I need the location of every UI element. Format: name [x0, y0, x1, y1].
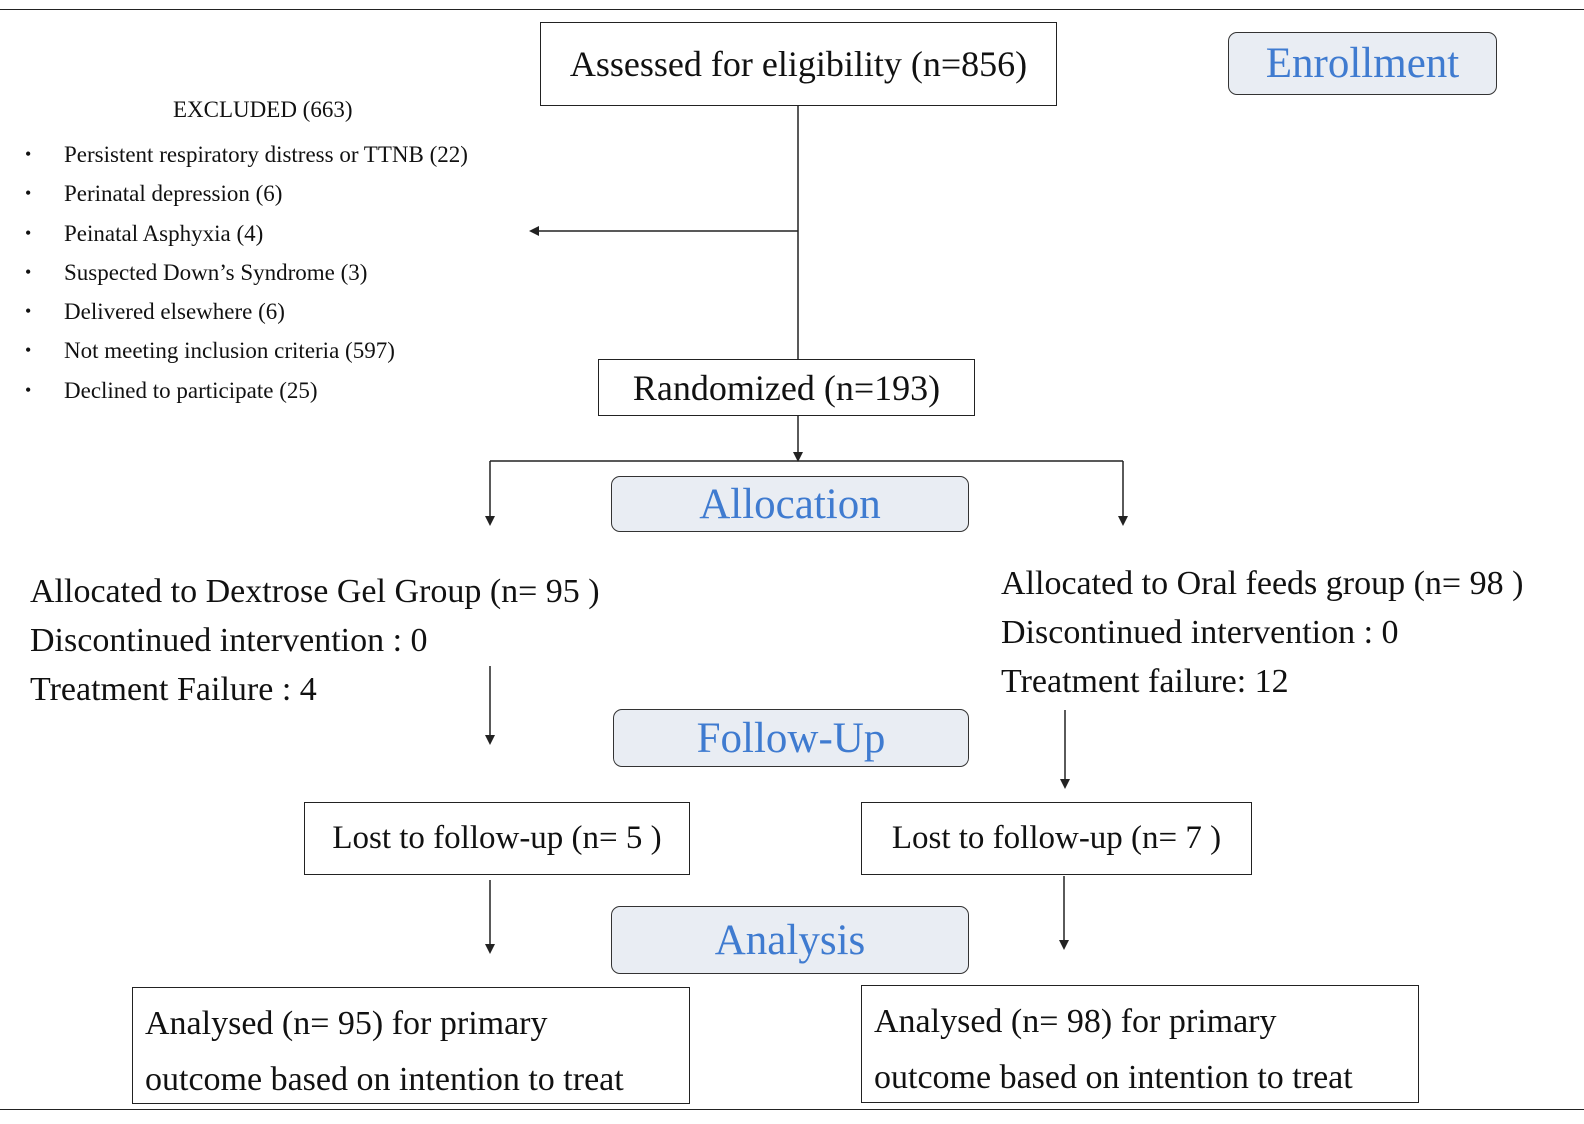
bullet-icon: •	[25, 144, 32, 164]
excluded-item: • Peinatal Asphyxia (4)	[25, 214, 468, 253]
excluded-item-text: Not meeting inclusion criteria (597)	[64, 338, 395, 364]
excluded-item-text: Declined to participate (25)	[64, 377, 318, 403]
bullet-icon: •	[25, 222, 32, 243]
assessed-box: Assessed for eligibility (n=856)	[540, 22, 1057, 106]
allocation-stage-label: Allocation	[611, 476, 969, 532]
left-failure-text: Treatment Failure : 4	[30, 671, 317, 708]
excluded-item: • Declined to participate (25)	[25, 371, 468, 410]
excluded-item-text: Suspected Down’s Syndrome (3)	[64, 259, 368, 285]
excluded-item: • Perinatal depression (6)	[25, 174, 468, 213]
analysis-stage-label: Analysis	[611, 906, 969, 974]
bullet-icon: •	[25, 183, 32, 204]
bullet-icon: •	[25, 379, 32, 400]
assessed-text: Assessed for eligibility (n=856)	[569, 44, 1028, 84]
bottom-border-line	[0, 1109, 1584, 1110]
right-arm-allocation: Allocated to Oral feeds group (n= 98 ) D…	[1001, 559, 1523, 706]
right-analysed-box: Analysed (n= 98) for primary outcome bas…	[861, 985, 1419, 1103]
left-arm-allocation: Allocated to Dextrose Gel Group (n= 95 )…	[30, 567, 600, 714]
left-lost-box: Lost to follow-up (n= 5 )	[304, 802, 690, 875]
right-lost-box: Lost to follow-up (n= 7 )	[861, 802, 1252, 875]
left-analysed-line-2: outcome based on intention to treat	[145, 1061, 624, 1098]
bullet-icon: •	[25, 340, 32, 361]
right-analysed-line-2: outcome based on intention to treat	[874, 1059, 1353, 1096]
left-analysed-box: Analysed (n= 95) for primary outcome bas…	[132, 987, 690, 1104]
bullet-icon: •	[25, 261, 32, 282]
left-lost-text: Lost to follow-up (n= 5 )	[332, 820, 662, 856]
excluded-item: • Not meeting inclusion criteria (597)	[25, 331, 468, 370]
excluded-item-text: Persistent respiratory distress or TTNB …	[64, 142, 468, 167]
excluded-item: • Suspected Down’s Syndrome (3)	[25, 253, 468, 292]
top-border-line	[0, 9, 1584, 10]
analysis-stage-text: Analysis	[714, 916, 866, 964]
excluded-item-text: Delivered elsewhere (6)	[64, 299, 285, 325]
enrollment-stage-text: Enrollment	[1265, 40, 1460, 87]
allocation-stage-text: Allocation	[699, 480, 881, 528]
randomized-box: Randomized (n=193)	[598, 359, 975, 416]
right-allocated-text: Allocated to Oral feeds group (n= 98 )	[1001, 565, 1524, 602]
followup-stage-label: Follow-Up	[613, 709, 969, 767]
excluded-list: • Persistent respiratory distress or TTNB…	[25, 135, 468, 410]
right-discontinued-text: Discontinued intervention : 0	[1001, 614, 1399, 651]
left-analysed-line-1: Analysed (n= 95) for primary	[145, 1005, 548, 1042]
randomized-text: Randomized (n=193)	[632, 367, 941, 408]
excluded-item: • Persistent respiratory distress or TTNB…	[25, 135, 468, 174]
bullet-icon: •	[25, 301, 32, 322]
followup-stage-text: Follow-Up	[696, 714, 886, 762]
left-discontinued-text: Discontinued intervention : 0	[30, 622, 428, 659]
right-lost-text: Lost to follow-up (n= 7 )	[891, 820, 1222, 856]
left-allocated-text: Allocated to Dextrose Gel Group (n= 95 )	[30, 573, 600, 610]
excluded-title: EXCLUDED (663)	[173, 97, 353, 122]
excluded-item-text: Peinatal Asphyxia (4)	[64, 220, 264, 246]
excluded-item: • Delivered elsewhere (6)	[25, 292, 468, 331]
right-analysed-line-1: Analysed (n= 98) for primary	[874, 1003, 1277, 1040]
enrollment-stage-label: Enrollment	[1228, 32, 1497, 95]
right-failure-text: Treatment failure: 12	[1001, 663, 1289, 700]
excluded-item-text: Perinatal depression (6)	[64, 181, 283, 207]
